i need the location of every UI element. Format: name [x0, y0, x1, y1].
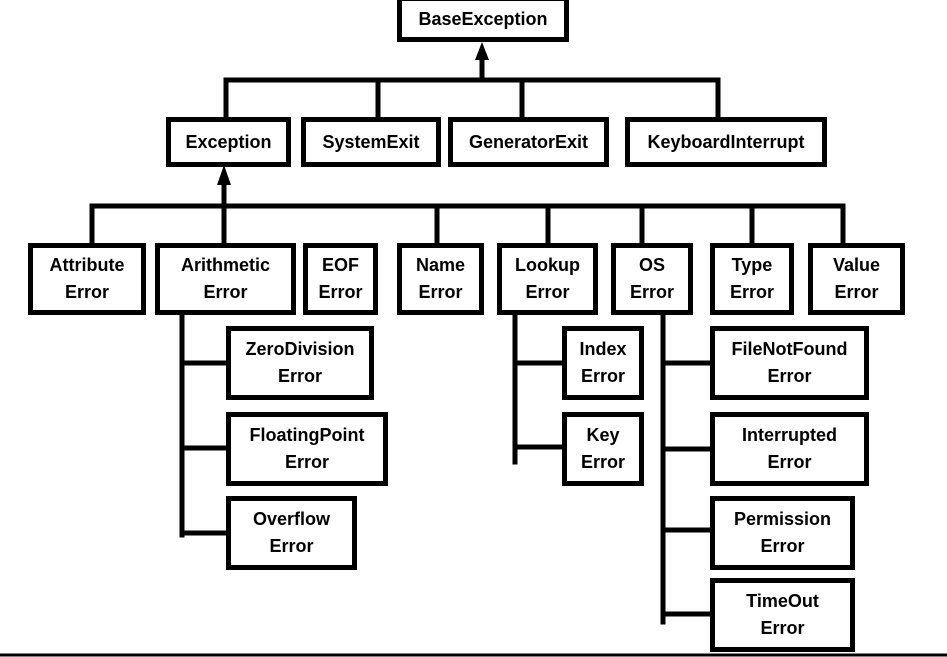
- node-label-line2: Error: [760, 618, 805, 638]
- node-label-line1: FileNotFound: [731, 339, 848, 359]
- node-label-line2: Error: [834, 282, 879, 302]
- node-label: Exception: [185, 131, 272, 152]
- node-label-line1: TimeOut: [746, 591, 819, 611]
- node-label-line2: Error: [760, 536, 805, 556]
- node-label-line2: Error: [284, 452, 329, 472]
- arrowhead-to-exception: [217, 165, 231, 185]
- node-label-line1: Attribute: [49, 255, 125, 275]
- node-exception: Exception: [166, 117, 291, 167]
- node-label-line2: Error: [418, 282, 463, 302]
- node-label-line2: Error: [580, 366, 625, 386]
- node-label-line2: Error: [277, 366, 322, 386]
- node-label-line1: Index: [579, 339, 627, 359]
- node-label-line1: FloatingPoint: [249, 425, 365, 445]
- node-label-line1: ZeroDivision: [245, 339, 355, 359]
- node-baseexception: BaseException: [397, 0, 569, 42]
- node-label-line1: Type: [731, 255, 773, 275]
- node-label-line1: Value: [832, 255, 881, 275]
- node-label-line1: Arithmetic: [180, 255, 270, 275]
- node-label-line2: Error: [203, 282, 248, 302]
- node-label: SystemExit: [322, 131, 420, 152]
- arrowhead-to-baseexception: [475, 42, 489, 60]
- node-label-line1: Overflow: [252, 509, 331, 529]
- node-label-line1: Lookup: [515, 255, 580, 275]
- node-label-line2: Error: [580, 452, 625, 472]
- node-keyboardinterrupt: KeyboardInterrupt: [625, 117, 827, 167]
- node-label: KeyboardInterrupt: [647, 131, 805, 152]
- node-label: GeneratorExit: [468, 131, 589, 152]
- node-label-line2: Error: [767, 452, 812, 472]
- node-label-line2: Error: [767, 366, 812, 386]
- node-label-line1: Interrupted: [741, 425, 837, 445]
- node-eoferror: EOF Error: [303, 243, 378, 315]
- node-label-line2: Error: [629, 282, 674, 302]
- node-systemexit: SystemExit: [301, 117, 441, 167]
- node-label-line1: OS: [638, 255, 665, 275]
- node-label-line1: Name: [415, 255, 466, 275]
- node-label-line2: Error: [64, 282, 109, 302]
- node-oserror: OS Error: [611, 243, 693, 315]
- node-label-line1: Permission: [733, 509, 832, 529]
- node-label-line2: Error: [269, 536, 314, 556]
- node-label-line1: EOF: [321, 255, 359, 275]
- node-label-line2: Error: [729, 282, 774, 302]
- node-label-line2: Error: [318, 282, 363, 302]
- node-generatorexit: GeneratorExit: [448, 117, 609, 167]
- node-label-line2: Error: [525, 282, 570, 302]
- node-label: BaseException: [418, 8, 548, 29]
- node-label-line1: Key: [586, 425, 620, 445]
